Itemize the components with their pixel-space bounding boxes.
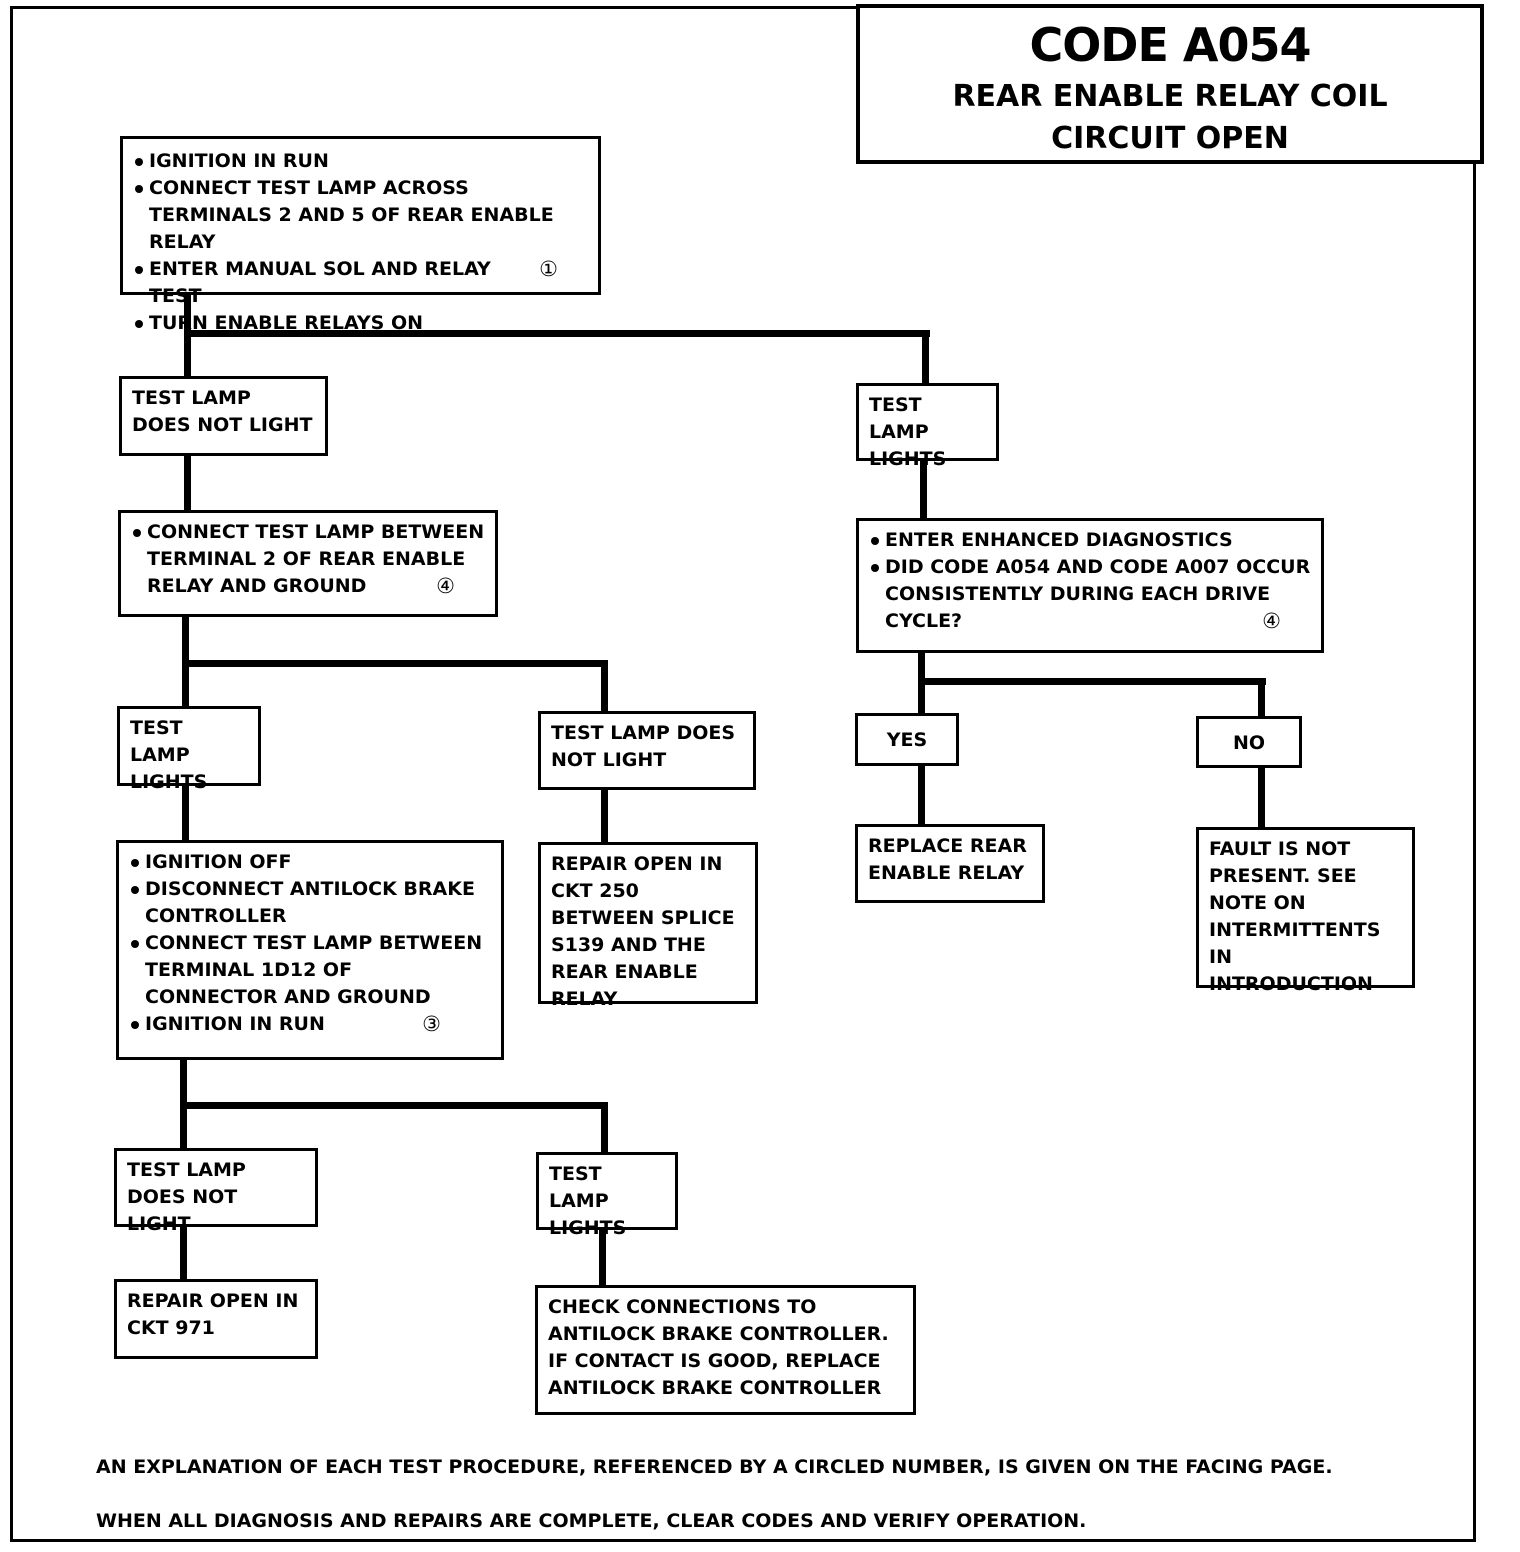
action-box: FAULT IS NOT PRESENT. SEE NOTE ON INTERM… — [1196, 827, 1415, 995]
step-item: ENTER ENHANCED DIAGNOSTICS — [869, 527, 1311, 554]
connector-line — [922, 330, 929, 385]
connector-line — [180, 1224, 187, 1280]
action-box: REPAIR OPEN IN CKT 250 BETWEEN SPLICE S1… — [538, 842, 758, 1010]
step-item: IGNITION OFF — [129, 849, 491, 876]
action-box: REPAIR OPEN IN CKT 971 — [114, 1279, 318, 1359]
connector-line — [1258, 766, 1265, 830]
connector-line — [182, 784, 189, 842]
action-text: CHECK CONNECTIONS TO ANTILOCK BRAKE CONT… — [548, 1296, 889, 1399]
connector-line — [601, 1102, 608, 1154]
action-text: REPAIR OPEN IN CKT 250 BETWEEN SPLICE S1… — [551, 853, 735, 1010]
step-box: ENTER ENHANCED DIAGNOSTICS DID CODE A054… — [856, 518, 1324, 653]
connector-line — [601, 660, 608, 713]
connector-line — [599, 1226, 606, 1287]
action-box: CHECK CONNECTIONS TO ANTILOCK BRAKE CONT… — [535, 1285, 916, 1415]
circled-reference: ④ — [1262, 609, 1281, 633]
result-box: TEST LAMP LIGHTS — [536, 1152, 678, 1239]
step-item: CONNECT TEST LAMP ACROSS TERMINALS 2 AND… — [133, 175, 588, 256]
connector-line — [180, 1102, 608, 1109]
connector-line — [918, 678, 1266, 685]
action-text: FAULT IS NOT PRESENT. SEE NOTE ON INTERM… — [1209, 838, 1381, 995]
circled-reference: ① — [539, 257, 558, 281]
step-item: IGNITION IN RUN — [133, 148, 588, 175]
circled-reference: ④ — [436, 574, 455, 598]
action-text: REPLACE REAR ENABLE RELAY — [868, 835, 1027, 884]
connector-line — [184, 330, 930, 337]
yes-box: YES — [855, 713, 959, 766]
result-text: TEST LAMP LIGHTS — [130, 717, 208, 793]
result-box: TEST LAMP DOES NOT LIGHT — [114, 1148, 318, 1235]
result-box: TEST LAMP LIGHTS — [856, 383, 999, 470]
no-label: NO — [1232, 732, 1266, 754]
result-text: TEST LAMP DOES NOT LIGHT — [551, 722, 736, 771]
step-item: CONNECT TEST LAMP BETWEEN TERMINAL 1D12 … — [129, 930, 491, 1011]
completion-note: WHEN ALL DIAGNOSIS AND REPAIRS ARE COMPL… — [96, 1510, 1087, 1532]
result-box: TEST LAMP DOES NOT LIGHT — [538, 711, 756, 790]
code-title: CODE A054 — [1029, 18, 1311, 72]
result-box: TEST LAMP LIGHTS — [117, 706, 261, 793]
step-item: DID CODE A054 AND CODE A007 OCCUR CONSIS… — [869, 554, 1311, 635]
start-step-box: IGNITION IN RUN CONNECT TEST LAMP ACROSS… — [120, 136, 601, 334]
connector-line — [920, 460, 927, 520]
result-text: TEST LAMP DOES NOT LIGHT — [127, 1159, 246, 1235]
connector-line — [184, 456, 191, 512]
result-text: TEST LAMP LIGHTS — [869, 394, 947, 470]
connector-line — [601, 788, 608, 844]
step-box: CONNECT TEST LAMP BETWEEN TERMINAL 2 OF … — [118, 510, 498, 617]
step-item: CONNECT TEST LAMP BETWEEN TERMINAL 2 OF … — [131, 519, 485, 600]
step-item: DISCONNECT ANTILOCK BRAKE CONTROLLER — [129, 876, 491, 930]
result-text: TEST LAMP LIGHTS — [549, 1163, 627, 1239]
step-item: TURN ENABLE RELAYS ON — [133, 310, 588, 337]
step-box: IGNITION OFF DISCONNECT ANTILOCK BRAKE C… — [116, 840, 504, 1060]
subtitle-line-1: REAR ENABLE RELAY COIL — [952, 79, 1388, 114]
action-text: REPAIR OPEN IN CKT 971 — [127, 1290, 299, 1339]
connector-line — [182, 660, 608, 667]
no-box: NO — [1196, 716, 1302, 768]
title-box: CODE A054 REAR ENABLE RELAY COIL CIRCUIT… — [856, 4, 1484, 164]
outer-frame — [10, 6, 1476, 1542]
subtitle-line-2: CIRCUIT OPEN — [1051, 121, 1289, 156]
result-text: TEST LAMP DOES NOT LIGHT — [132, 387, 313, 436]
action-box: REPLACE REAR ENABLE RELAY — [855, 824, 1045, 903]
explanation-note: AN EXPLANATION OF EACH TEST PROCEDURE, R… — [96, 1456, 1333, 1478]
connector-line — [1258, 678, 1265, 718]
result-box: TEST LAMP DOES NOT LIGHT — [119, 376, 328, 456]
circled-reference: ③ — [422, 1012, 441, 1036]
yes-label: YES — [886, 729, 928, 751]
connector-line — [918, 764, 925, 826]
